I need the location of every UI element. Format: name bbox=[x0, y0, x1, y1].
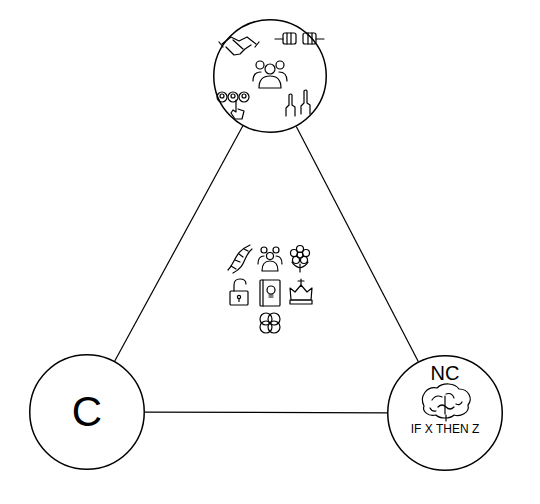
people-group-icon-part bbox=[262, 261, 278, 271]
venn-icon bbox=[260, 313, 280, 333]
unlock-icon-part bbox=[234, 279, 246, 291]
people-group-icon-part bbox=[258, 256, 282, 264]
unlock-icon-part bbox=[230, 291, 248, 305]
circle-node: C bbox=[29, 354, 145, 470]
venn-icon-part bbox=[268, 321, 280, 333]
venn-icon-part bbox=[260, 313, 272, 325]
crown-icon-part bbox=[298, 279, 304, 285]
triangle-side bbox=[296, 127, 418, 362]
circle-shape bbox=[30, 355, 145, 470]
book-idea-icon-part bbox=[267, 286, 275, 294]
node-label: NC bbox=[387, 362, 503, 384]
book-idea-icon-part bbox=[262, 280, 263, 306]
people-group-icon-part bbox=[261, 247, 267, 253]
flower-icon-part bbox=[303, 250, 310, 257]
flower-icon-part bbox=[291, 250, 298, 257]
book-idea-icon-part bbox=[260, 280, 280, 306]
node-label: C bbox=[29, 389, 145, 435]
crown-icon bbox=[290, 279, 312, 304]
unlock-icon-part bbox=[237, 295, 240, 298]
flower-icon-part bbox=[293, 257, 300, 264]
circle-node: NC IF X THEN Z bbox=[387, 355, 503, 471]
flower-icon-part bbox=[301, 257, 308, 264]
dna-icon-part bbox=[233, 249, 252, 273]
circle-outline bbox=[213, 19, 327, 133]
crown-icon-part bbox=[290, 300, 312, 304]
people-group-icon-part bbox=[273, 247, 279, 253]
dna-icon-part bbox=[231, 249, 248, 269]
unlock-icon-part bbox=[238, 299, 239, 302]
crown-icon-part bbox=[290, 285, 312, 300]
triangle-side bbox=[145, 412, 387, 414]
people-group-icon-part bbox=[267, 253, 274, 260]
circle-shape bbox=[388, 356, 503, 471]
circle-shape bbox=[214, 20, 327, 133]
dna-icon-part bbox=[228, 245, 250, 270]
flower-icon-part bbox=[297, 252, 303, 258]
node-rule-text: IF X THEN Z bbox=[387, 423, 503, 436]
triangle-side bbox=[115, 126, 243, 361]
book-idea-icon-part bbox=[269, 295, 273, 297]
circle-node bbox=[213, 19, 327, 133]
flower-icon-part bbox=[297, 246, 304, 253]
book-idea-icon bbox=[260, 280, 280, 306]
flower-icon bbox=[291, 246, 310, 273]
dna-icon bbox=[228, 245, 252, 273]
unlock-icon bbox=[230, 279, 248, 305]
flower-icon-part bbox=[292, 262, 308, 272]
venn-icon-part bbox=[260, 321, 272, 333]
venn-icon-part bbox=[268, 313, 280, 325]
people-group-icon bbox=[258, 247, 282, 271]
